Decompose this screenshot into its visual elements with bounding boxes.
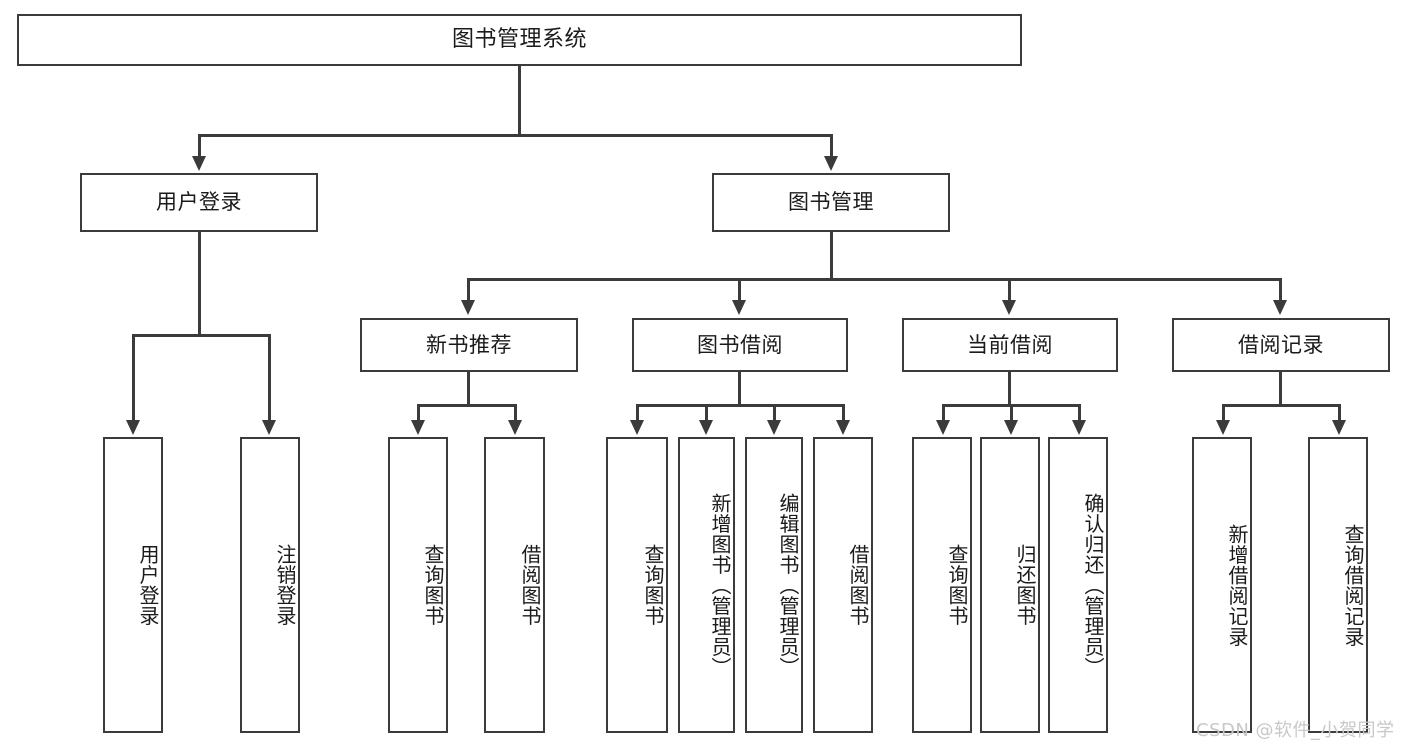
node-leaf-borrow-book-1[interactable]: 借阅图书 — [484, 437, 545, 733]
arrow-user-login-to-leaf1 — [126, 420, 140, 435]
arrow-nb-to-leaf1 — [411, 420, 425, 435]
node-leaf-query-record[interactable]: 查询借阅记录 — [1308, 437, 1368, 733]
node-leaf-return-book-label: 归还图书 — [1013, 544, 1037, 626]
node-leaf-user-logout-label: 注销登录 — [273, 544, 297, 626]
edge-bb-to-leaf3 — [773, 404, 776, 422]
edge-new-book-trunk — [467, 372, 470, 406]
edge-cb-to-leaf3 — [1078, 404, 1081, 422]
edge-book-manage-bar — [467, 278, 1279, 281]
node-leaf-add-book[interactable]: 新增图书（管理员） — [678, 437, 735, 733]
node-borrow-record[interactable]: 借阅记录 — [1172, 318, 1390, 372]
node-leaf-edit-book-label: 编辑图书（管理员） — [776, 492, 800, 678]
edge-bm-to-new-book — [467, 278, 470, 302]
node-leaf-borrow-book-2-label: 借阅图书 — [846, 544, 870, 626]
edge-root-to-book-manage — [830, 134, 833, 158]
node-root-label: 图书管理系统 — [451, 27, 587, 53]
arrow-bb-to-leaf1 — [630, 420, 644, 435]
node-new-book-recommend[interactable]: 新书推荐 — [360, 318, 578, 372]
node-leaf-borrow-book-2[interactable]: 借阅图书 — [813, 437, 873, 733]
node-book-manage[interactable]: 图书管理 — [712, 173, 950, 232]
arrow-cb-to-leaf1 — [936, 420, 950, 435]
node-leaf-confirm-return[interactable]: 确认归还（管理员） — [1048, 437, 1108, 733]
arrow-nb-to-leaf2 — [508, 420, 522, 435]
node-book-borrow[interactable]: 图书借阅 — [632, 318, 848, 372]
arrow-bb-to-leaf2 — [699, 420, 713, 435]
arrow-bb-to-leaf4 — [836, 420, 850, 435]
node-leaf-add-book-label: 新增图书（管理员） — [708, 492, 732, 678]
edge-bb-to-leaf1 — [636, 404, 639, 422]
node-leaf-return-book[interactable]: 归还图书 — [980, 437, 1040, 733]
node-leaf-user-logout[interactable]: 注销登录 — [240, 437, 300, 733]
node-user-login-label: 用户登录 — [156, 190, 242, 215]
edge-book-borrow-trunk — [738, 372, 741, 406]
node-leaf-query-book-1[interactable]: 查询图书 — [388, 437, 448, 733]
node-current-borrow-label: 当前借阅 — [967, 332, 1053, 357]
node-user-login[interactable]: 用户登录 — [80, 173, 318, 232]
arrow-bm-to-book-borrow — [732, 300, 746, 315]
edge-root-to-user-login — [198, 134, 201, 158]
edge-borrow-record-bar — [1222, 404, 1340, 407]
node-leaf-query-book-3-label: 查询图书 — [945, 544, 969, 626]
edge-br-to-leaf1 — [1222, 404, 1225, 422]
edge-book-manage-trunk — [830, 232, 833, 280]
arrow-root-to-book-manage — [824, 156, 838, 171]
arrow-user-login-to-leaf2 — [262, 420, 276, 435]
edge-br-to-leaf2 — [1338, 404, 1341, 422]
edge-nb-to-leaf1 — [417, 404, 420, 422]
csdn-watermark: CSDN @软件_小贺同学 — [1196, 720, 1395, 741]
edge-bb-to-leaf2 — [705, 404, 708, 422]
node-leaf-query-book-3[interactable]: 查询图书 — [912, 437, 972, 733]
node-leaf-borrow-book-1-label: 借阅图书 — [518, 544, 542, 626]
arrow-root-to-user-login — [192, 156, 206, 171]
arrow-bm-to-current-borrow — [1002, 300, 1016, 315]
edge-user-login-bar — [132, 334, 270, 337]
node-leaf-user-login[interactable]: 用户登录 — [103, 437, 163, 733]
node-book-manage-label: 图书管理 — [788, 190, 874, 215]
edge-cb-to-leaf2 — [1010, 404, 1013, 422]
edge-current-borrow-trunk — [1008, 372, 1011, 406]
edge-new-book-bar — [417, 404, 517, 407]
node-leaf-confirm-return-label: 确认归还（管理员） — [1081, 492, 1105, 678]
edge-user-login-to-leaf2 — [268, 334, 271, 422]
arrow-br-to-leaf1 — [1216, 420, 1230, 435]
node-root-system[interactable]: 图书管理系统 — [17, 14, 1022, 66]
node-book-borrow-label: 图书借阅 — [697, 332, 783, 357]
edge-book-borrow-bar — [636, 404, 843, 407]
edge-user-login-to-leaf1 — [132, 334, 135, 422]
arrow-br-to-leaf2 — [1332, 420, 1346, 435]
node-leaf-query-book-1-label: 查询图书 — [421, 544, 445, 626]
node-new-book-recommend-label: 新书推荐 — [426, 332, 512, 357]
edge-root-bar — [198, 134, 830, 137]
node-borrow-record-label: 借阅记录 — [1238, 332, 1324, 357]
edge-bm-to-current-borrow — [1008, 278, 1011, 302]
edge-bm-to-borrow-record — [1279, 278, 1282, 302]
edge-bb-to-leaf4 — [842, 404, 845, 422]
node-leaf-add-record-label: 新增借阅记录 — [1225, 523, 1249, 647]
edge-borrow-record-trunk — [1279, 372, 1282, 406]
node-leaf-query-record-label: 查询借阅记录 — [1341, 523, 1365, 647]
edge-nb-to-leaf2 — [514, 404, 517, 422]
node-leaf-query-book-2[interactable]: 查询图书 — [606, 437, 668, 733]
node-current-borrow[interactable]: 当前借阅 — [902, 318, 1118, 372]
arrow-cb-to-leaf2 — [1004, 420, 1018, 435]
node-leaf-add-record[interactable]: 新增借阅记录 — [1192, 437, 1252, 733]
edge-root-trunk — [518, 66, 521, 136]
node-leaf-query-book-2-label: 查询图书 — [641, 544, 665, 626]
node-leaf-user-login-label: 用户登录 — [136, 544, 160, 626]
arrow-bm-to-borrow-record — [1273, 300, 1287, 315]
arrow-cb-to-leaf3 — [1072, 420, 1086, 435]
edge-cb-to-leaf1 — [942, 404, 945, 422]
edge-bm-to-book-borrow — [738, 278, 741, 302]
arrow-bb-to-leaf3 — [767, 420, 781, 435]
node-leaf-edit-book[interactable]: 编辑图书（管理员） — [745, 437, 803, 733]
arrow-bm-to-new-book — [461, 300, 475, 315]
edge-user-login-trunk — [198, 232, 201, 336]
